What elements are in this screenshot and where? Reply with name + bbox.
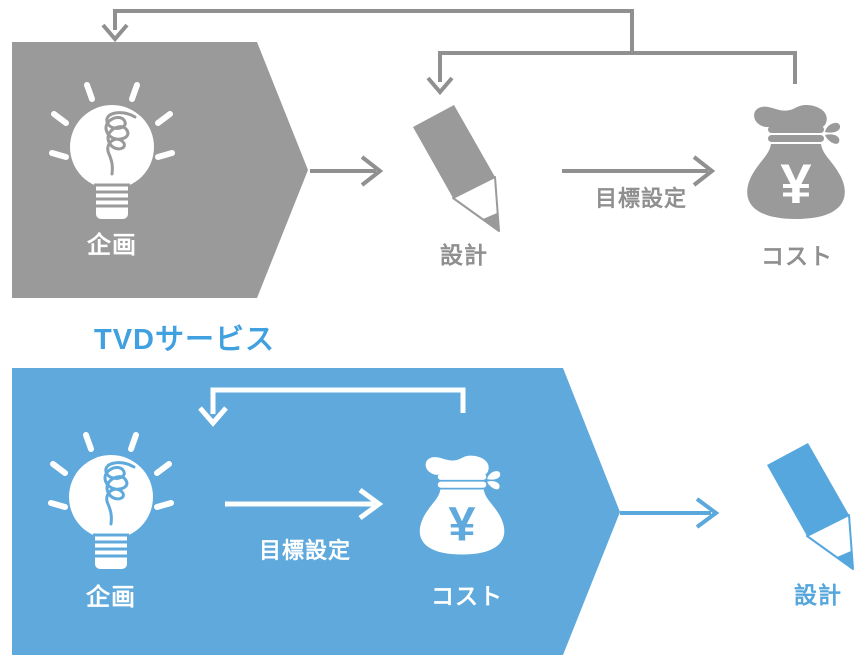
money-bag-icon: ¥: [419, 455, 505, 555]
arrow-design-to-cost: [562, 155, 716, 187]
pencil-icon: [767, 443, 854, 570]
lightbulb-icon: [49, 82, 175, 219]
goal-setting-label: 目標設定: [594, 186, 688, 211]
money-bag-icon: ¥: [747, 105, 845, 219]
yen-symbol: ¥: [780, 152, 811, 215]
tvd-service-chevron: [12, 368, 620, 655]
design-label: 設計: [794, 582, 842, 608]
goal-setting-label: 目標設定: [258, 538, 352, 563]
feedback-arrow-cost-to-design: [426, 51, 797, 96]
pencil-icon: [413, 105, 500, 232]
planning-label: 企画: [87, 232, 137, 259]
arrow-cost-to-design: [620, 497, 720, 529]
cost-label: コスト: [761, 243, 833, 269]
tvd-service-title: TVDサービス: [94, 324, 276, 356]
lightbulb-icon: [48, 432, 174, 569]
traditional-planning-chevron: [12, 42, 308, 298]
design-label: 設計: [440, 242, 488, 268]
planning-label: 企画: [86, 584, 136, 611]
cost-label: コスト: [431, 583, 503, 609]
arrow-planning-to-design: [310, 155, 384, 187]
yen-symbol: ¥: [449, 498, 476, 552]
